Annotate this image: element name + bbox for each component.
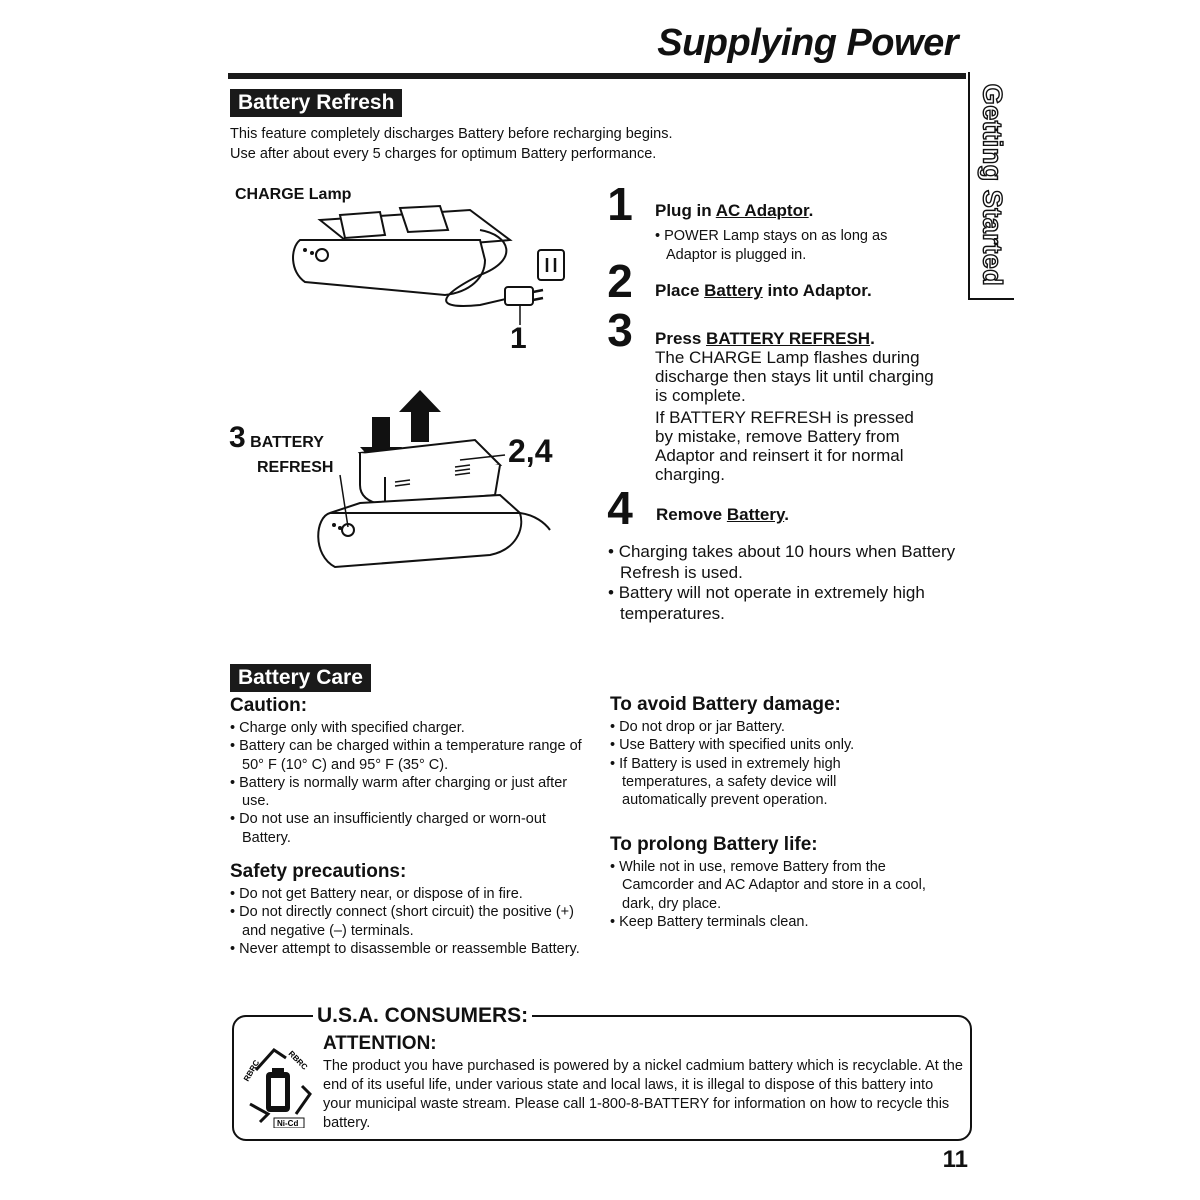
refresh-notes: Charging takes about 10 hours when Batte…: [608, 542, 960, 624]
avoid-damage-item: Do not drop or jar Battery.: [610, 718, 910, 736]
charge-lamp-label: CHARGE Lamp: [235, 186, 352, 203]
step-1-title: Plug in AC Adaptor.: [655, 201, 813, 221]
attention-heading: ATTENTION:: [323, 1033, 437, 1054]
step-3-note-line-2: by mistake, remove Battery from: [655, 427, 900, 446]
rbrc-recycle-icon: RBRC RBRC Ni-Cd: [242, 1048, 312, 1128]
avoid-damage-block: To avoid Battery damage: Do not drop or …: [610, 694, 910, 809]
consumer-heading: U.S.A. CONSUMERS:: [313, 1004, 533, 1028]
step-3-line-1: The CHARGE Lamp flashes during: [655, 348, 920, 367]
step-3-description: The CHARGE Lamp flashes during discharge…: [655, 348, 975, 405]
step-3-note-line-3: Adaptor and reinsert it for normal: [655, 446, 904, 465]
nicd-logo-text: Ni-Cd: [277, 1119, 298, 1128]
step-1-note-line-2: Adaptor is plugged in.: [666, 247, 807, 263]
callout-1: 1: [510, 322, 527, 355]
step-3-line-2: discharge then stays lit until charging: [655, 367, 934, 386]
caution-item: Battery is normally warm after charging …: [230, 774, 585, 811]
rbrc-logo-text-left: RBRC: [242, 1058, 261, 1083]
step-3-title-text: Press: [655, 329, 707, 348]
page-title: Supplying Power: [657, 22, 958, 64]
step-2-number: 2: [607, 255, 633, 307]
consumer-notice-box: [232, 1015, 972, 1141]
title-rule: [228, 73, 966, 79]
safety-heading: Safety precautions:: [230, 861, 407, 882]
callout-3-number: 3: [229, 421, 246, 454]
step-3-title-link: BATTERY REFRESH: [706, 329, 871, 348]
prolong-life-block: To prolong Battery life: While not in us…: [610, 834, 950, 931]
callout-3-battery-refresh: 3 BATTERY REFRESH: [229, 423, 389, 480]
step-4-title-text: Remove: [656, 505, 727, 524]
step-4-title-end: .: [784, 505, 789, 524]
prolong-life-item: While not in use, remove Battery from th…: [610, 858, 950, 913]
step-2-title-end: into Adaptor.: [762, 281, 872, 300]
safety-item: Do not directly connect (short circuit) …: [230, 903, 585, 940]
step-3-line-3: is complete.: [655, 386, 746, 405]
step-2-title-text: Place: [655, 281, 705, 300]
rbrc-logo-text-right: RBRC: [287, 1049, 310, 1072]
battery-refresh-heading: Battery Refresh: [230, 89, 403, 117]
caution-item: Charge only with specified charger.: [230, 719, 585, 737]
avoid-damage-item: If Battery is used in extremely high tem…: [610, 755, 910, 810]
refresh-note-item: Battery will not operate in extremely hi…: [608, 583, 960, 624]
caution-item: Do not use an insufficiently charged or …: [230, 810, 585, 847]
battery-refresh-illustration: [317, 390, 551, 569]
step-3-note-line-1: If BATTERY REFRESH is pressed: [655, 408, 914, 427]
battery-refresh-intro: This feature completely discharges Batte…: [230, 124, 790, 164]
page-number: 11: [942, 1146, 968, 1173]
adaptor-plug-illustration: [292, 204, 565, 325]
intro-line-1: This feature completely discharges Batte…: [230, 126, 673, 142]
step-3-title: Press BATTERY REFRESH.: [655, 329, 875, 349]
step-3-mistake-note: If BATTERY REFRESH is pressed by mistake…: [655, 408, 975, 484]
step-2-title-link: Battery: [704, 281, 763, 300]
callout-3-line-2: REFRESH: [257, 459, 334, 476]
safety-block: Safety precautions: Do not get Battery n…: [230, 861, 585, 958]
step-1-number: 1: [607, 178, 633, 230]
callout-3-line-1: BATTERY: [250, 434, 324, 451]
prolong-life-item: Keep Battery terminals clean.: [610, 913, 950, 931]
refresh-note-item: Charging takes about 10 hours when Batte…: [608, 542, 960, 583]
step-1-title-text: Plug in: [655, 201, 716, 220]
side-tab-label: Getting Started: [977, 83, 1008, 287]
step-1-title-end: .: [808, 201, 814, 220]
step-3-title-end: .: [870, 329, 875, 348]
caution-block: Caution: Charge only with specified char…: [230, 695, 585, 847]
caution-heading: Caution:: [230, 695, 308, 716]
battery-care-heading: Battery Care: [230, 664, 371, 692]
caution-item: Battery can be charged within a temperat…: [230, 737, 585, 774]
step-4-title: Remove Battery.: [656, 505, 789, 525]
avoid-damage-item: Use Battery with specified units only.: [610, 736, 910, 754]
step-4-number: 4: [607, 482, 633, 534]
step-3-number: 3: [607, 304, 633, 356]
step-1-note-line-1: • POWER Lamp stays on as long as: [655, 228, 888, 244]
intro-line-2: Use after about every 5 charges for opti…: [230, 146, 657, 162]
safety-item: Never attempt to disassemble or reassemb…: [230, 940, 585, 958]
safety-item: Do not get Battery near, or dispose of i…: [230, 885, 585, 903]
consumer-notice-text: The product you have purchased is powere…: [323, 1058, 963, 1131]
step-3-note-line-4: charging.: [655, 465, 725, 484]
step-2-title: Place Battery into Adaptor.: [655, 281, 872, 301]
callout-2-4: 2,4: [508, 433, 553, 469]
step-1-note: • POWER Lamp stays on as long as Adaptor…: [655, 227, 955, 265]
step-1-title-link: AC Adaptor: [715, 201, 809, 220]
prolong-life-heading: To prolong Battery life:: [610, 834, 818, 855]
avoid-damage-heading: To avoid Battery damage:: [610, 694, 841, 715]
side-tab: Getting Started: [968, 72, 1014, 300]
step-4-title-link: Battery: [726, 505, 785, 524]
